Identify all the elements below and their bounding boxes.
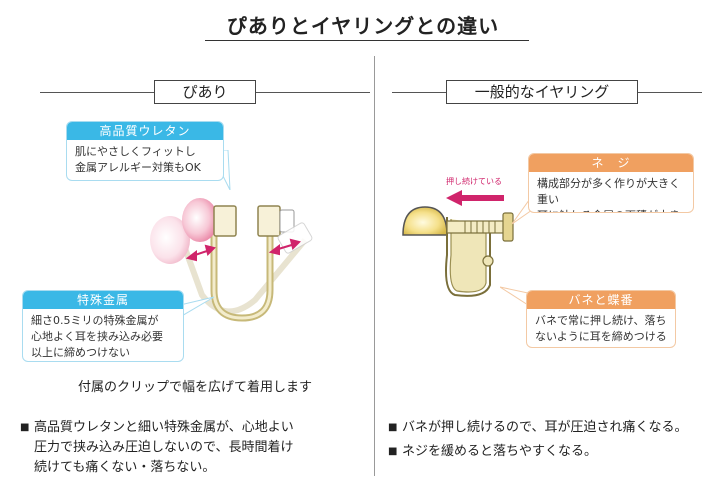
push-arrow-icon (446, 190, 504, 206)
callout-spring-hinge: バネと蝶番 バネで常に押し続け、落ち ないように耳を締めつける (526, 290, 676, 348)
left-caption: 付属のクリップで幅を広げて着用します (77, 380, 312, 395)
push-label: 押し続けている (446, 177, 502, 186)
callout-screw-body: 構成部分が多く作りが大きく重い 耳に触れる金属の面積が大きい (537, 177, 680, 212)
urethane-pad (182, 198, 218, 242)
urethane-pad-faint (150, 216, 190, 264)
spread-arrow-right (268, 238, 301, 256)
callout-screw: ネ ジ 構成部分が多く作りが大きく重い 耳に触れる金属の面積が大きい (528, 153, 694, 213)
back-holder (257, 205, 281, 237)
left-header-line-left (40, 92, 155, 93)
left-header-line-right (255, 92, 370, 93)
hinge-pin (482, 255, 494, 267)
screw-knob (502, 212, 514, 242)
callout-special-metal: 特殊金属 細さ0.5ミリの特殊金属が 心地よく耳を挟み込み必要 以上に締めつけな… (22, 290, 184, 362)
right-section-header: 一般的なイヤリング (446, 80, 638, 104)
left-bullet-line-1: 高品質ウレタンと細い特殊金属が、心地よい (20, 418, 360, 438)
right-bullet-2: ネジを緩めると落ちやすくなる。 (388, 442, 718, 462)
spring-hinge (449, 219, 487, 293)
callout-urethane: 高品質ウレタン 肌にやさしくフィットし 金属アレルギー対策もOK (66, 121, 224, 181)
title-underline (205, 40, 529, 41)
left-section-header: ぴあり (154, 80, 256, 104)
right-header-line-left (392, 92, 447, 93)
left-bullet-line-2: 圧力で挟み込み圧迫しないので、長時間着け (34, 440, 294, 455)
left-bullet-list: 高品質ウレタンと細い特殊金属が、心地よい 圧力で挟み込み圧迫しないので、長時間着… (20, 418, 360, 478)
earring-illustration (402, 206, 514, 297)
callout-screw-title: ネ ジ (529, 154, 693, 172)
callout-spring-hinge-title: バネと蝶番 (527, 291, 675, 309)
callout-urethane-body: 肌にやさしくフィットし 金属アレルギー対策もOK (75, 145, 201, 174)
callout-spring-hinge-body: バネで常に押し続け、落ち ないように耳を締めつける (535, 314, 667, 343)
piari-illustration (150, 198, 313, 322)
right-bullet-1: バネが押し続けるので、耳が圧迫され痛くなる。 (388, 418, 718, 438)
earring-front-pad (402, 206, 448, 236)
left-bullet-line-3: 続けても痛くない・落ちない。 (34, 460, 216, 475)
page-title: ぴありとイヤリングとの違い (226, 14, 500, 38)
callout-pointer-metal (180, 296, 215, 318)
callout-special-metal-title: 特殊金属 (23, 291, 183, 309)
right-bullet-list: バネが押し続けるので、耳が圧迫され痛くなる。 ネジを緩めると落ちやすくなる。 (388, 418, 718, 462)
center-divider (374, 56, 375, 476)
spread-arrow-left (185, 244, 216, 262)
pad-holder (213, 205, 237, 237)
callout-special-metal-body: 細さ0.5ミリの特殊金属が 心地よく耳を挟み込み必要 以上に締めつけない (31, 314, 163, 359)
callout-urethane-title: 高品質ウレタン (67, 122, 223, 140)
right-header-line-right (637, 92, 702, 93)
